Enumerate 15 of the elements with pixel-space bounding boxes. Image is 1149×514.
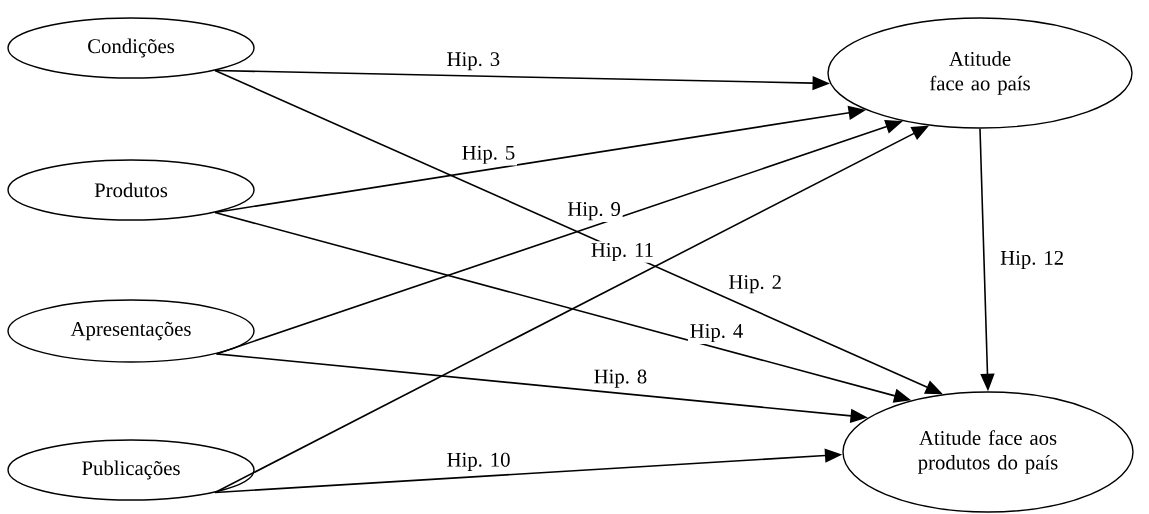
edge-label: Hip. 4 (687, 322, 745, 344)
edge-label: Hip. 5 (459, 143, 517, 166)
edge-label: Hip. 12 (998, 249, 1066, 271)
ellipse-node: Apresentações (7, 299, 255, 363)
edge-label: Hip. 2 (726, 273, 784, 296)
ellipse-node: Produtos (7, 159, 255, 221)
edge-label: Hip. 3 (444, 50, 502, 73)
ellipse-node: Publicações (7, 439, 255, 501)
edge-label: Hip. 8 (591, 367, 649, 390)
edge-label: Hip. 11 (589, 241, 656, 263)
ellipse-node: Atitude face ao país (827, 17, 1133, 129)
ellipse-node: Atitude face aos produtos do país (842, 391, 1134, 513)
edge-label: Hip. 9 (565, 200, 623, 222)
ellipse-node: Condições (7, 17, 255, 79)
edge-label: Hip. 10 (444, 450, 513, 473)
